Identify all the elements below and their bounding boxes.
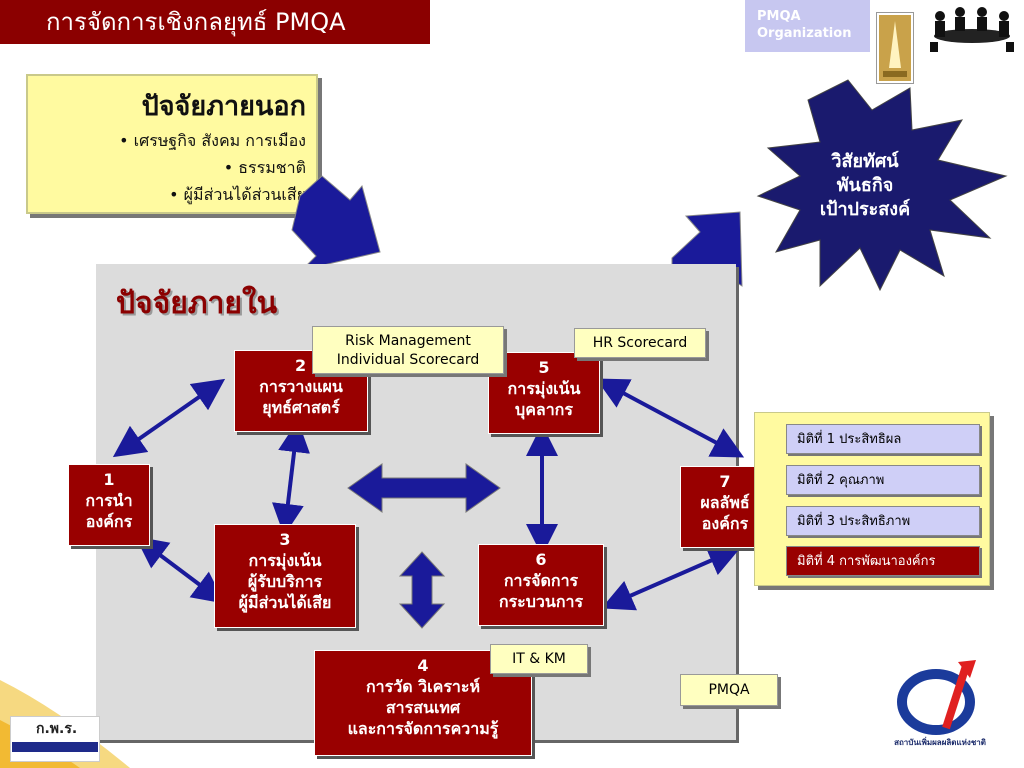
page-title-text: การจัดการเชิงกลยุทธ์ PMQA [46, 8, 346, 36]
meeting-people-icon [920, 2, 1022, 54]
goal-label: เป้าประสงค์ [819, 199, 911, 220]
tpi-logo-text: สถาบันเพิ่มผลผลิตแห่งชาติ [894, 738, 986, 747]
dimension-1: มิติที่ 1 ประสิทธิผล [786, 424, 980, 454]
node-1-line1: การนำ [85, 491, 133, 510]
node-7-line2: องค์กร [701, 514, 749, 533]
internal-factors-title: ปัจจัยภายใน [116, 286, 278, 321]
risk-management-label: Risk Management [345, 333, 471, 349]
it-km-label: IT & KM [512, 651, 566, 667]
pmqa-organization-label: PMQA Organization [745, 0, 870, 52]
node-2-number: 2 [295, 356, 307, 375]
dimension-4: มิติที่ 4 การพัฒนาองค์กร [786, 546, 980, 576]
center-horizontal-double-arrow [347, 463, 501, 513]
arrow-5-7 [595, 378, 745, 458]
it-km-note: IT & KM [490, 644, 588, 674]
node-4-line2: สารสนเทศ [385, 698, 461, 717]
node-3-line1: การมุ่งเน้น [248, 551, 322, 570]
node-6-process-management: 6 การจัดการ กระบวนการ [478, 544, 604, 626]
kpr-logo-text: ก.พ.ร. [36, 721, 78, 737]
org-line1: PMQA [757, 9, 801, 24]
risk-management-note: Risk Management Individual Scorecard [312, 326, 504, 374]
node-3-line3: ผู้มีส่วนได้เสีย [238, 593, 332, 612]
node-4-number: 4 [417, 656, 429, 675]
dimension-3: มิติที่ 3 ประสิทธิภาพ [786, 506, 980, 536]
node-3-line2: ผู้รับบริการ [247, 572, 323, 591]
pmqa-logo [876, 12, 914, 84]
node-4-line1: การวัด วิเคราะห์ [365, 677, 481, 696]
hr-scorecard-label: HR Scorecard [592, 335, 688, 351]
node-2-line1: การวางแผน [259, 377, 343, 396]
kpr-logo-box [10, 716, 100, 762]
tpi-logo [897, 660, 976, 735]
external-factors-box: ปัจจัยภายนอก • เศรษฐกิจ สังคม การเมือง •… [26, 74, 318, 214]
pmqa-label: PMQA [708, 682, 750, 698]
node-5-line2: บุคลากร [515, 400, 573, 419]
node-1-leadership: 1 การนำ องค์กร [68, 464, 150, 546]
node-2-line2: ยุทธ์ศาสตร์ [262, 398, 340, 417]
dimension-2: มิติที่ 2 คุณภาพ [786, 465, 980, 495]
external-item-3: • ผู้มีส่วนได้ส่วนเสีย [169, 185, 306, 204]
vision-starburst [756, 79, 1008, 292]
arrow-1-2 [112, 378, 226, 458]
center-vertical-double-arrow [398, 551, 446, 629]
hr-scorecard-note: HR Scorecard [574, 328, 706, 358]
vision-label: วิสัยทัศน์ [831, 151, 899, 172]
node-1-line2: องค์กร [85, 512, 133, 531]
node-3-customer-focus: 3 การมุ่งเน้น ผู้รับบริการ ผู้มีส่วนได้เ… [214, 524, 356, 628]
node-1-number: 1 [103, 470, 115, 489]
external-to-internal-arrow [291, 175, 381, 271]
arrow-2-3 [272, 420, 310, 536]
node-6-number: 6 [535, 550, 547, 569]
arrow-1-3 [135, 536, 225, 604]
node-6-line2: กระบวนการ [498, 592, 584, 611]
node-5-line1: การมุ่งเน้น [507, 379, 581, 398]
pmqa-note: PMQA [680, 674, 778, 706]
mission-label: พันธกิจ [836, 175, 894, 196]
external-factors-title: ปัจจัยภายนอก [141, 91, 306, 122]
vision-mission-text: วิสัยทัศน์ พันธกิจ เป้าประสงค์ [790, 150, 940, 222]
kpr-logo-bar [12, 742, 98, 752]
node-6-line1: การจัดการ [503, 571, 579, 590]
node-3-number: 3 [279, 530, 291, 549]
node-5-number: 5 [538, 358, 550, 377]
external-item-1: • เศรษฐกิจ สังคม การเมือง [119, 131, 306, 150]
page-title: การจัดการเชิงกลยุทธ์ PMQA [0, 0, 430, 44]
arrow-6-7 [601, 545, 741, 611]
node-5-workforce-focus: 5 การมุ่งเน้น บุคลากร [488, 352, 600, 434]
individual-scorecard-label: Individual Scorecard [336, 352, 480, 368]
org-line2: Organization [757, 26, 852, 41]
node-4-line3: และการจัดการความรู้ [347, 719, 499, 738]
node-7-line1: ผลลัพธ์ [700, 493, 750, 512]
node-7-number: 7 [719, 472, 731, 491]
external-item-2: • ธรรมชาติ [223, 158, 306, 177]
